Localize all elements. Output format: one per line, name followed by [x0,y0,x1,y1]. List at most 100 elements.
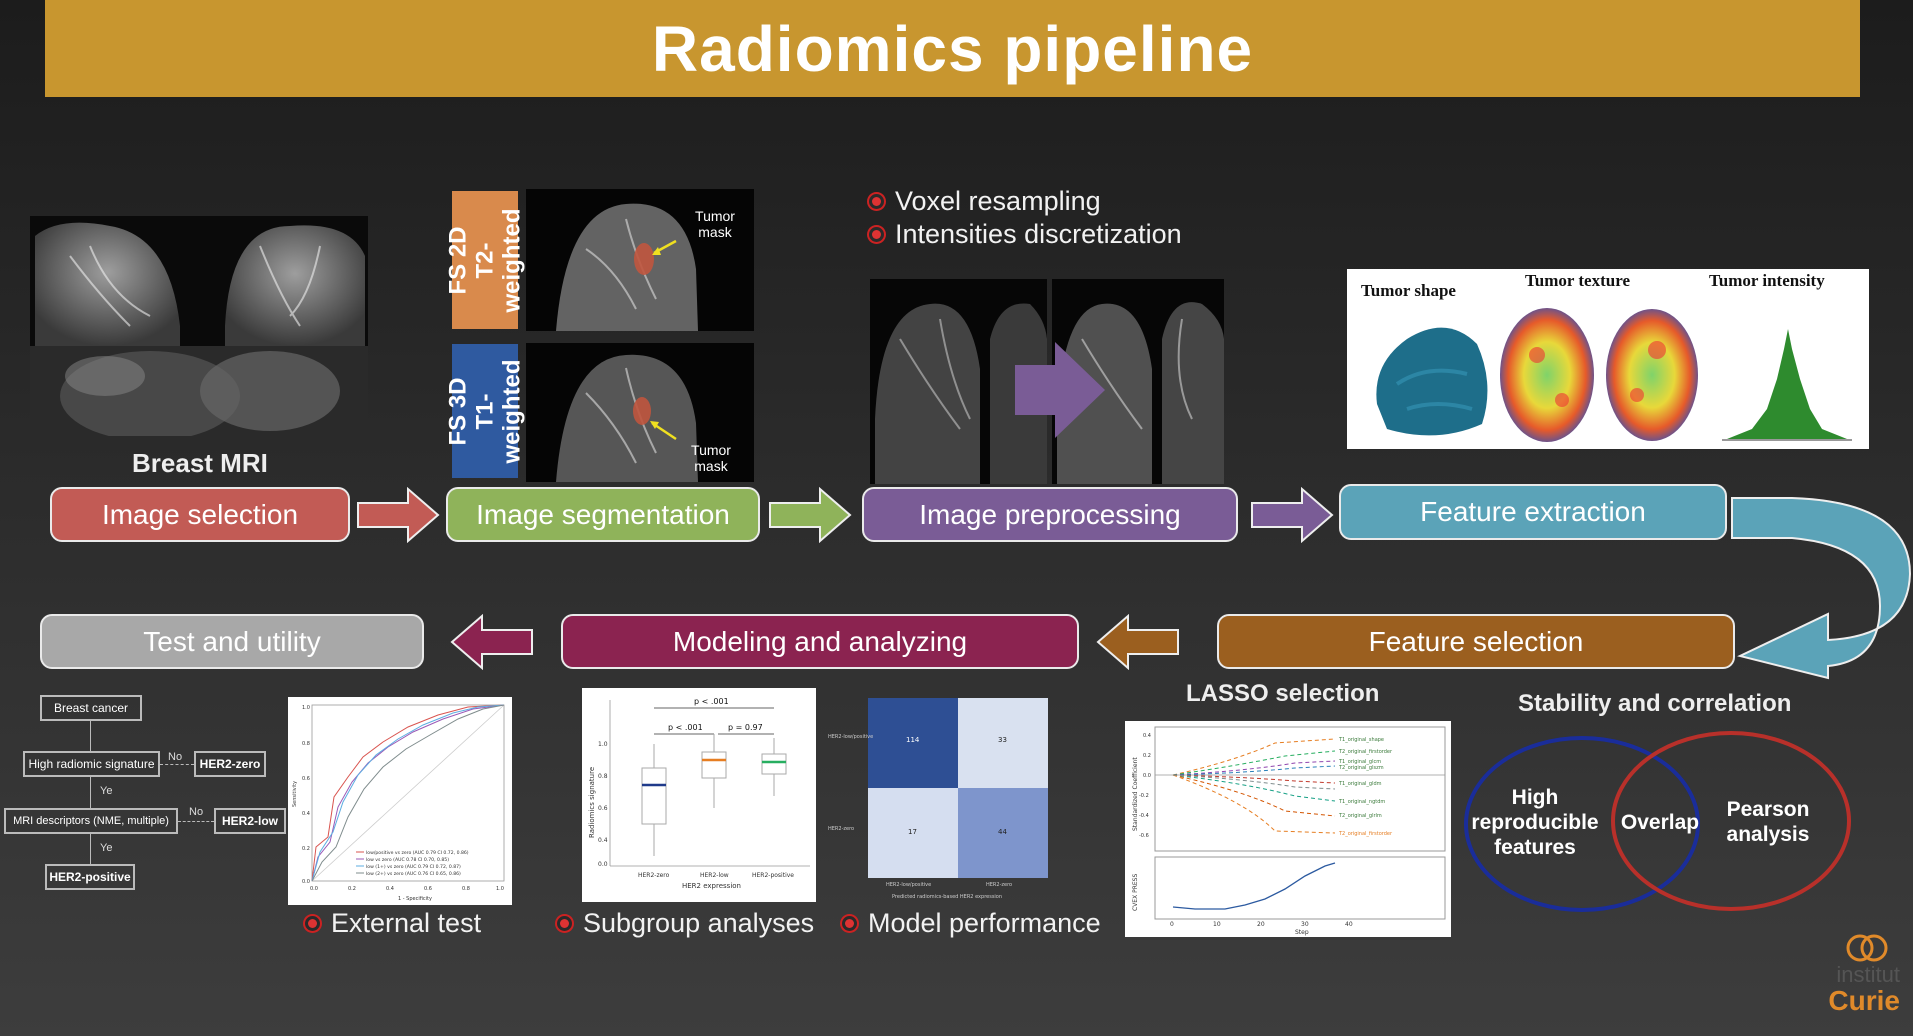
feature-extraction-panel: Tumor shape Tumor texture Tumor intensit… [1347,269,1869,449]
cm-row-2: HER2-zero [828,826,854,832]
step-image-segmentation[interactable]: Image segmentation [446,487,760,542]
step-modeling-and-analyzing[interactable]: Modeling and analyzing [561,614,1079,669]
svg-text:-0.2: -0.2 [1139,793,1149,799]
p-right: p = 0.97 [728,723,763,732]
p-left: p < .001 [668,723,703,732]
svg-text:T1_original_ngtdm: T1_original_ngtdm [1338,799,1385,805]
bullet-external-test: External test [308,908,481,939]
arrow-icon [1096,614,1179,670]
confusion-matrix: 114 33 17 44 HER2-low/positive HER2-zero… [826,694,1058,904]
fc-her2-zero: HER2-zero [194,751,266,777]
cm-row-1: HER2-low/positive [828,734,873,740]
roc-legend-1: low/positive vs zero (AUC 0.79 CI 0.72, … [366,850,469,856]
seg-t2-label-tab: FS 2D T2-weighted [445,191,526,329]
fc-yes-label: Ye [100,842,113,854]
svg-text:T1_original_glcm: T1_original_glcm [1338,759,1381,765]
cm-col-1: HER2-low/positive [886,882,931,888]
svg-text:40: 40 [1345,921,1353,928]
svg-text:T2_original_firstorder: T2_original_firstorder [1338,749,1393,755]
svg-text:0: 0 [1170,921,1174,928]
bullet-model-performance: Model performance [845,908,1101,939]
fc-connector [90,721,91,751]
svg-text:0.6: 0.6 [598,805,608,812]
lasso-label: LASSO selection [1186,680,1380,707]
fc-breast-cancer: Breast cancer [40,695,142,721]
tumor-mask-label-bottom: Tumor mask [691,442,731,474]
tumor-mask-label-top: Tumor mask [695,208,735,240]
svg-text:0.6: 0.6 [424,886,432,892]
svg-text:0.4: 0.4 [598,837,608,844]
preprocessing-arrow-icon [1015,342,1105,438]
svg-text:10: 10 [1213,921,1221,928]
cm-col-2: HER2-zero [986,882,1012,888]
fc-connector [160,764,194,765]
bullet-icon [872,197,881,206]
cm-cell-1: 114 [906,736,920,744]
box-xlabel: HER2 expression [682,882,741,890]
box-ylabel: Radiomics signature [588,767,596,838]
logo-line1: institut [1836,962,1900,987]
institut-curie-logo: institut Curie [1808,932,1900,1016]
step-feature-selection[interactable]: Feature selection [1217,614,1735,669]
tumor-shape-label: Tumor shape [1361,281,1456,300]
page-title: Radiomics pipeline [651,12,1254,85]
fc-connector [178,821,214,822]
svg-text:0.4: 0.4 [1143,733,1151,739]
step-test-and-utility[interactable]: Test and utility [40,614,424,669]
lasso-xlabel: Step [1295,929,1309,936]
svg-text:0.6: 0.6 [302,776,310,782]
arrow-icon [357,487,440,543]
svg-text:0.8: 0.8 [302,741,310,747]
curie-logo-icon [1846,934,1888,962]
svg-text:30: 30 [1301,921,1309,928]
cm-xlabel: Predicted radiomics-based HER2 expressio… [892,894,1002,900]
svg-text:T1_original_shape: T1_original_shape [1338,737,1384,743]
tumor-intensity-label: Tumor intensity [1709,271,1825,290]
breast-mri-label: Breast MRI [132,448,268,478]
tumor-texture-image-2 [1606,309,1698,441]
bullet-icon [308,919,317,928]
svg-text:0.8: 0.8 [598,773,608,780]
tumor-texture-label: Tumor texture [1525,271,1630,290]
venn-center-label: Overlap [1620,811,1700,834]
svg-text:0.4: 0.4 [386,886,394,892]
fc-mri-descriptors: MRI descriptors (NME, multiple) [4,808,178,834]
svg-text:0.0: 0.0 [1143,773,1151,779]
box-cat-1: HER2-zero [638,872,670,879]
svg-text:0.0: 0.0 [302,879,310,885]
bullet-icon [872,230,881,239]
step-image-selection[interactable]: Image selection [50,487,350,542]
arrow-icon [450,614,533,670]
svg-text:T2_original_glrlm: T2_original_glrlm [1338,813,1382,819]
svg-text:1.0: 1.0 [598,741,608,748]
tumor-texture-image-1 [1500,308,1594,442]
svg-text:20: 20 [1257,921,1265,928]
cm-cell-2: 33 [998,736,1007,744]
svg-text:-0.6: -0.6 [1139,833,1149,839]
lasso-ylabel-bottom: CVEX PRESS [1132,874,1139,911]
svg-text:0.0: 0.0 [598,861,608,868]
title-banner: Radiomics pipeline [45,0,1860,97]
preprocessing-bullets: Voxel resampling Intensities discretizat… [872,186,1182,250]
fc-her2-positive: HER2-positive [45,864,135,890]
svg-text:0.0: 0.0 [310,886,318,892]
roc-legend-3: low (1+) vs zero (AUC 0.79 CI 0.72, 0.87… [366,864,461,870]
venn-diagram [1464,731,1851,912]
svg-text:1.0: 1.0 [496,886,504,892]
roc-legend-2: low vs zero (AUC 0.78 CI 0.70, 0.85) [366,857,449,863]
roc-xlabel: 1 - Specificity [398,896,432,902]
venn-right-label: Pearson analysis [1726,798,1810,846]
breast-mri-image [30,216,368,436]
step-image-preprocessing[interactable]: Image preprocessing [862,487,1238,542]
step-feature-extraction[interactable]: Feature extraction [1339,484,1727,540]
svg-text:T2_original_firstorder: T2_original_firstorder [1338,831,1393,837]
seg-t1-label-tab: FS 3D T1-weighted [445,344,526,478]
box-cat-2: HER2-low [700,872,729,879]
svg-text:-0.4: -0.4 [1139,813,1149,819]
arrow-icon [769,487,852,543]
fc-connector [90,777,91,808]
svg-text:0.2: 0.2 [348,886,356,892]
fc-her2-low: HER2-low [214,808,286,834]
svg-text:0.2: 0.2 [1143,753,1151,759]
box-cat-3: HER2-positive [752,872,794,879]
